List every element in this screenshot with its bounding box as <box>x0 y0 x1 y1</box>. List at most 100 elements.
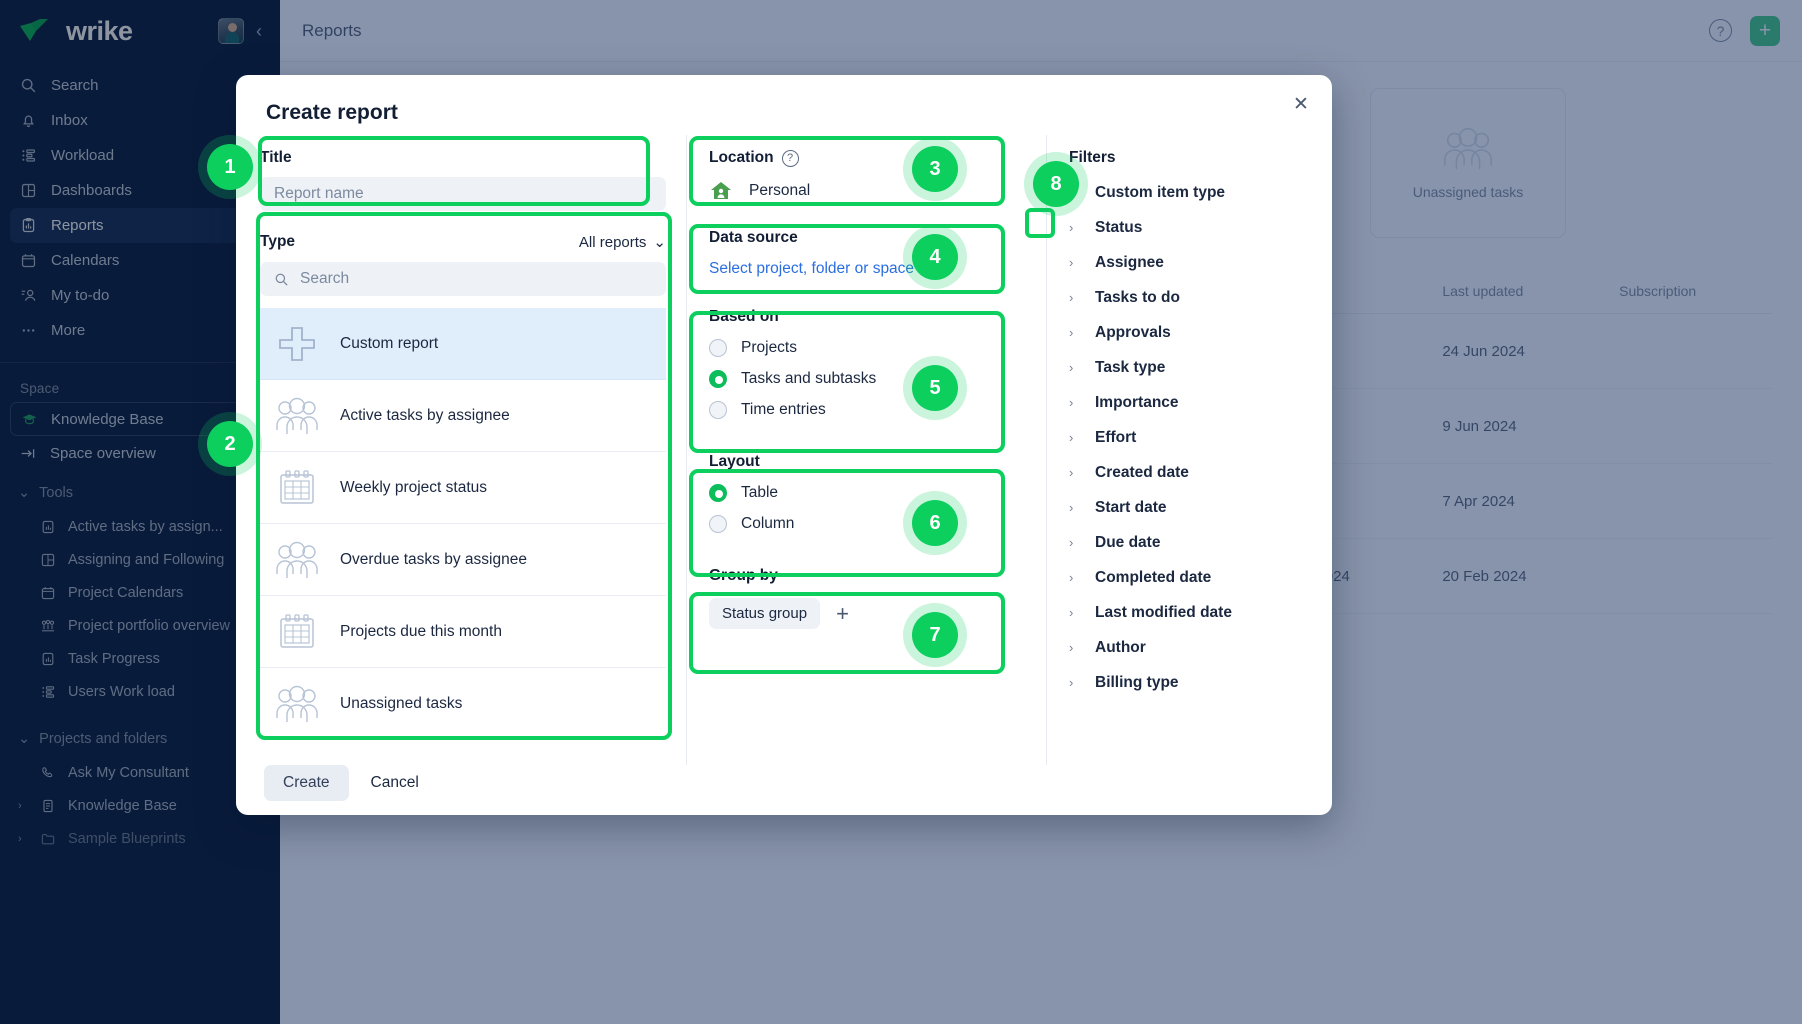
sidebar-item-assigning-and-following[interactable]: Assigning and Following <box>10 543 270 576</box>
based-on-option-projects[interactable]: Projects <box>709 339 1026 357</box>
radio-label: Time entries <box>741 401 826 418</box>
sidebar-item-users-work-load[interactable]: Users Work load <box>10 675 270 708</box>
home-icon <box>711 182 731 199</box>
filter-label: Start date <box>1095 498 1167 516</box>
add-group-by-icon[interactable]: + <box>836 600 849 626</box>
filter-label: Status <box>1095 218 1143 236</box>
layout-option-table[interactable]: Table <box>709 484 1026 502</box>
based-on-option-tasks-and-subtasks[interactable]: Tasks and subtasks <box>709 370 1026 388</box>
sidebar-item-active-tasks-by-assignee[interactable]: Active tasks by assign... <box>10 510 270 543</box>
based-on-label: Based on <box>709 308 779 325</box>
chevron-right-icon[interactable]: › <box>18 832 22 845</box>
radio-icon <box>709 401 727 419</box>
title-input-placeholder: Report name <box>274 185 364 202</box>
filter-assignee[interactable]: ›Assignee <box>1069 245 1326 280</box>
sidebar-item-task-progress[interactable]: Task Progress <box>10 642 270 675</box>
sidebar-item-ask-my-consultant[interactable]: Ask My Consultant <box>10 756 270 789</box>
sidebar-item-workload[interactable]: Workload <box>10 138 270 173</box>
sidebar-item-project-portfolio-overview[interactable]: Project portfolio overview <box>10 609 270 642</box>
chevron-down-icon: ⌄ <box>18 731 31 747</box>
radio-icon-selected <box>709 370 727 388</box>
report-icon <box>42 520 54 533</box>
sidebar-label: Task Progress <box>68 650 160 667</box>
type-search-input[interactable]: Search <box>260 262 666 296</box>
sidebar-item-sample-blueprints[interactable]: › Sample Blueprints <box>10 822 270 855</box>
sidebar-item-reports[interactable]: Reports <box>10 208 270 243</box>
filter-effort[interactable]: ›Effort <box>1069 420 1326 455</box>
sidebar-item-dashboards[interactable]: Dashboards <box>10 173 270 208</box>
type-filter-dropdown[interactable]: All reports ⌄ <box>579 233 666 252</box>
portfolio-icon <box>41 619 55 631</box>
filter-due-date[interactable]: ›Due date <box>1069 525 1326 560</box>
sidebar-item-more[interactable]: More <box>10 313 270 348</box>
chevron-right-icon: › <box>1069 535 1074 550</box>
sidebar-item-project-calendars[interactable]: Project Calendars <box>10 576 270 609</box>
sidebar-label: Ask My Consultant <box>68 764 189 781</box>
sidebar-item-search[interactable]: Search <box>10 68 270 103</box>
location-block: Location ? Personal <box>709 135 1026 203</box>
filter-label: Billing type <box>1095 673 1179 691</box>
sidebar-item-knowledge-base-folder[interactable]: › Knowledge Base <box>10 789 270 822</box>
filter-approvals[interactable]: ›Approvals <box>1069 315 1326 350</box>
filter-tasks-to-do[interactable]: ›Tasks to do <box>1069 280 1326 315</box>
dialog-title: Create report <box>266 101 398 124</box>
sidebar-group-label: Tools <box>39 485 74 501</box>
filter-last-modified-date[interactable]: ›Last modified date <box>1069 595 1326 630</box>
based-on-option-time-entries[interactable]: Time entries <box>709 401 1026 419</box>
badge-1: 1 <box>207 144 253 190</box>
sidebar-label: Users Work load <box>68 683 175 700</box>
group-by-chip-status-group[interactable]: Status group <box>709 598 821 629</box>
type-option-projects-due-this-month[interactable]: Projects due this month <box>260 596 666 668</box>
search-icon <box>21 78 36 93</box>
layout-option-column[interactable]: Column <box>709 515 1026 533</box>
data-source-link[interactable]: Select project, folder or space <box>709 260 915 277</box>
collapse-sidebar-icon[interactable]: ‹ <box>256 21 262 41</box>
sidebar-item-space-overview[interactable]: Space overview <box>10 436 270 470</box>
filter-author[interactable]: ›Author <box>1069 630 1326 665</box>
filter-created-date[interactable]: ›Created date <box>1069 455 1326 490</box>
title-input[interactable]: Report name <box>260 177 666 211</box>
filter-label: Importance <box>1095 393 1179 411</box>
close-icon[interactable]: ✕ <box>1293 93 1309 115</box>
filter-label: Custom item type <box>1095 183 1226 201</box>
sidebar-group-projects-and-folders[interactable]: ⌄ Projects and folders <box>10 722 270 756</box>
radio-label: Projects <box>741 339 797 356</box>
location-value-row[interactable]: Personal <box>709 179 1026 203</box>
chevron-down-icon: ⌄ <box>18 485 31 501</box>
location-label-text: Location <box>709 149 774 166</box>
chevron-right-icon: › <box>1069 255 1074 270</box>
filter-billing-type[interactable]: ›Billing type <box>1069 665 1326 700</box>
wrike-logo[interactable]: wrike <box>18 16 133 47</box>
dialog-left-column: Title Report name Type All reports ⌄ <box>236 135 666 765</box>
sidebar-header: wrike ‹ <box>0 0 280 62</box>
dialog-footer: Create Cancel <box>236 765 1332 801</box>
sidebar-item-inbox[interactable]: Inbox <box>10 103 270 138</box>
filter-status[interactable]: › Status <box>1069 210 1326 245</box>
search-icon <box>275 273 288 286</box>
filter-custom-item-type[interactable]: ›Custom item type <box>1069 175 1326 210</box>
wrike-checkmark-icon <box>20 19 48 41</box>
create-button[interactable]: Create <box>264 765 349 801</box>
chevron-down-icon: ⌄ <box>653 234 666 251</box>
cancel-button[interactable]: Cancel <box>370 774 419 791</box>
badge-2: 2 <box>207 421 253 467</box>
sidebar-group-tools[interactable]: ⌄ Tools <box>10 476 270 510</box>
filter-completed-date[interactable]: ›Completed date <box>1069 560 1326 595</box>
type-option-custom-report[interactable]: Custom report <box>260 308 666 380</box>
filter-task-type[interactable]: ›Task type <box>1069 350 1326 385</box>
filter-start-date[interactable]: ›Start date <box>1069 490 1326 525</box>
filters-list: ›Custom item type ›Status ›Assignee ›Tas… <box>1069 175 1326 700</box>
type-option-active-tasks-by-assignee[interactable]: Active tasks by assignee <box>260 380 666 452</box>
chevron-right-icon[interactable]: › <box>18 799 22 812</box>
question-icon[interactable]: ? <box>781 149 799 167</box>
people-icon <box>276 541 318 578</box>
type-option-unassigned-tasks[interactable]: Unassigned tasks <box>260 668 666 740</box>
type-option-weekly-project-status[interactable]: Weekly project status <box>260 452 666 524</box>
sidebar-item-calendars[interactable]: Calendars <box>10 243 270 278</box>
chevron-right-icon: › <box>1069 220 1074 235</box>
sidebar-item-my-to-do[interactable]: My to-do <box>10 278 270 313</box>
filter-importance[interactable]: ›Importance <box>1069 385 1326 420</box>
type-option-overdue-tasks-by-assignee[interactable]: Overdue tasks by assignee <box>260 524 666 596</box>
avatar[interactable] <box>218 18 244 44</box>
